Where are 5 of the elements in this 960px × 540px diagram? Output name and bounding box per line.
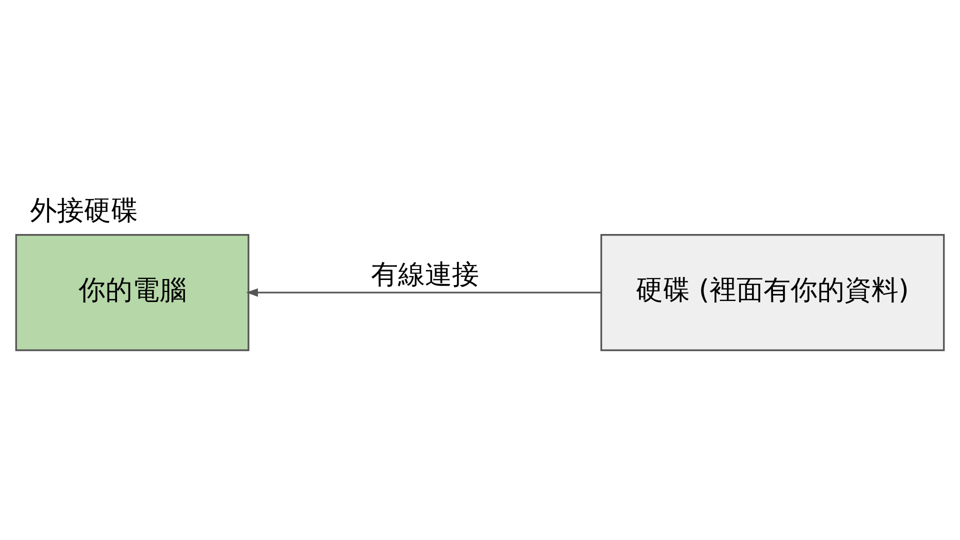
edge-label: 有線連接 [370, 259, 479, 290]
diagram-title: 外接硬碟 [30, 194, 138, 226]
arrow [246, 288, 602, 296]
node-box: 你的電腦 [15, 234, 250, 351]
node-box: 硬碟 (裡面有你的資料) [600, 234, 945, 351]
